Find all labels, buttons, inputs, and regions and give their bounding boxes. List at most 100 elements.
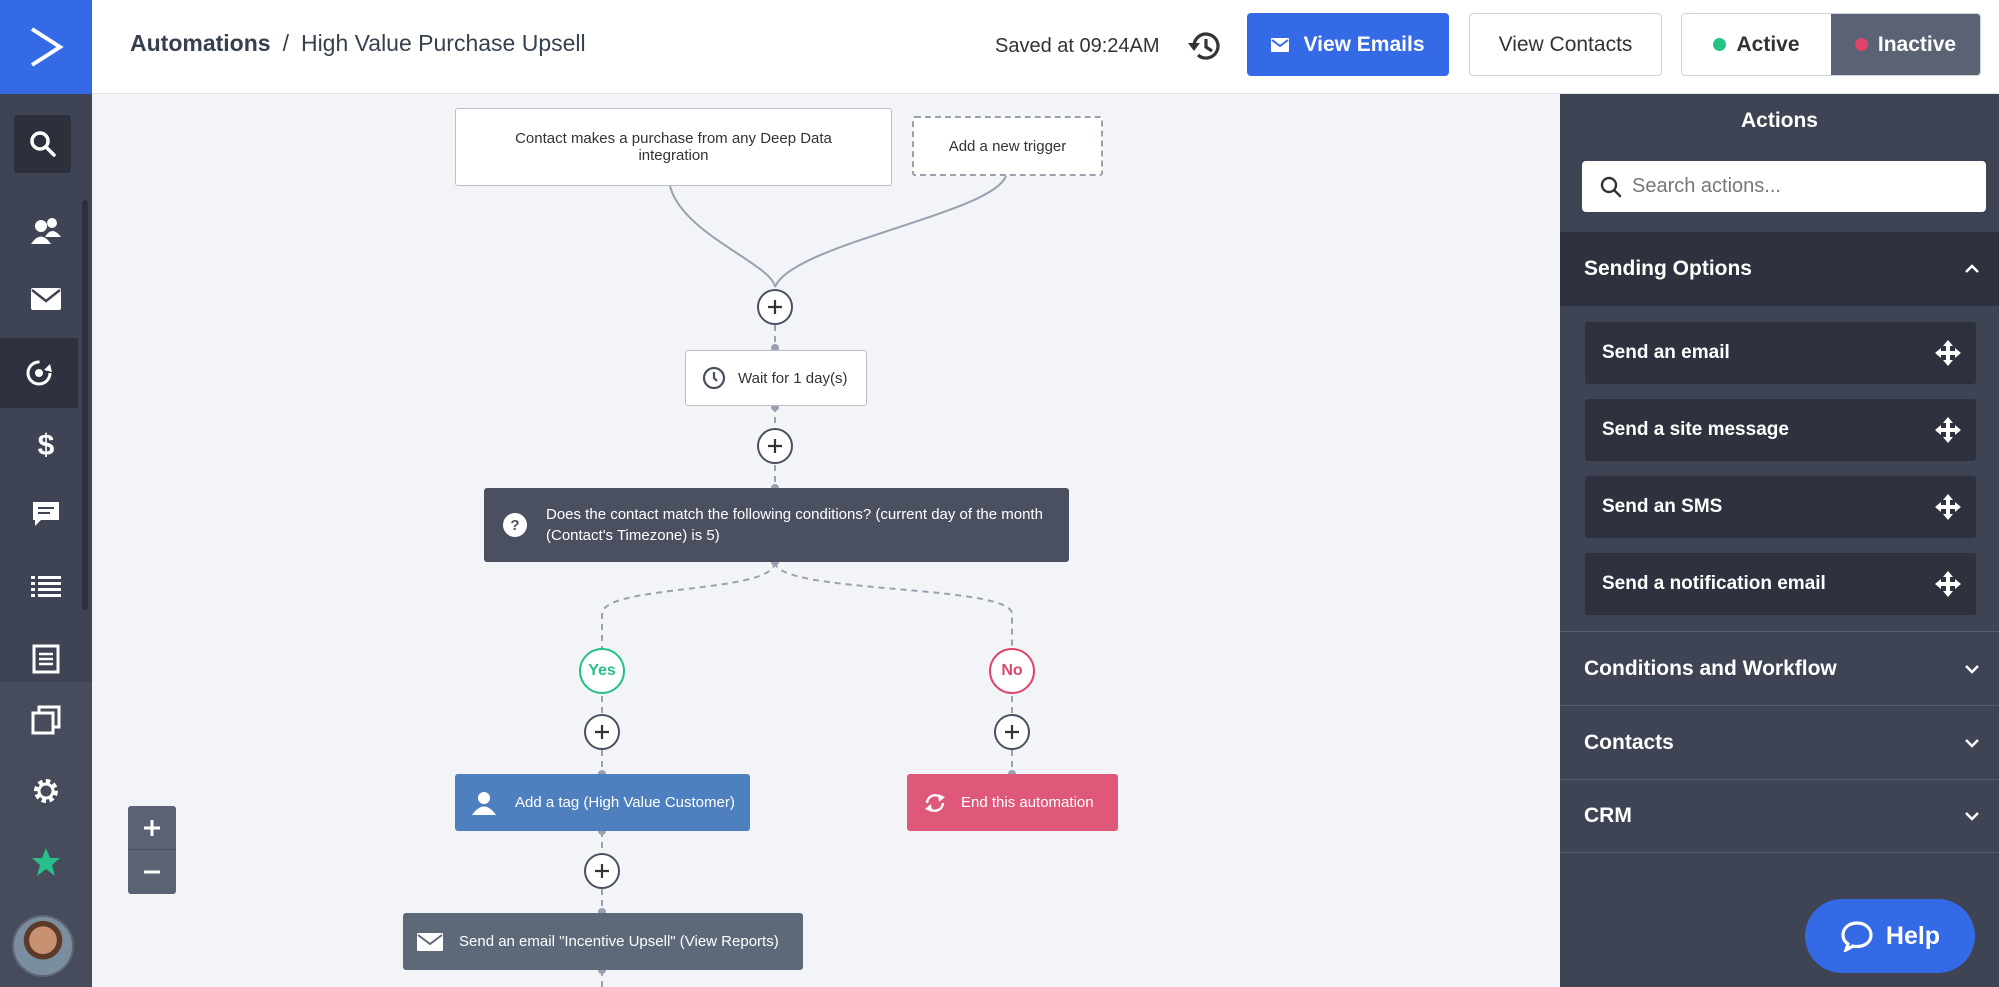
refresh-icon [925,793,945,812]
document-icon[interactable] [0,624,92,694]
help-label: Help [1885,921,1941,950]
chevron-up-icon [1965,264,1979,273]
automation-canvas[interactable]: Contact makes a purchase from any Deep D… [92,94,1560,987]
mail-icon[interactable] [0,264,92,334]
add-step-button-yes[interactable] [584,714,620,750]
zoom-in-button[interactable] [128,806,176,850]
add-step-button-no[interactable] [994,714,1030,750]
svg-text:?: ? [510,517,519,534]
action-label: Send an SMS [1602,496,1723,517]
action-label: Send an email [1602,342,1730,363]
move-icon[interactable] [1934,493,1962,521]
section-crm[interactable]: CRM [1560,779,1999,853]
plus-icon [768,300,782,314]
chat-bubble-icon [1841,921,1873,952]
send-email-node[interactable]: Send an email "Incentive Upsell" (View R… [403,913,803,970]
plus-icon [768,439,782,453]
action-send-email[interactable]: Send an email [1585,322,1976,384]
status-inactive-label: Inactive [1877,32,1957,56]
status-active-option[interactable]: Active [1682,14,1831,75]
pages-icon[interactable] [0,685,92,755]
view-contacts-button[interactable]: View Contacts [1469,13,1662,76]
breadcrumb-separator: / [282,30,289,56]
add-trigger-text: Add a new trigger [948,137,1067,155]
breadcrumb: Automations / High Value Purchase Upsell [130,30,586,57]
sidebar-scrollbar[interactable] [82,200,88,610]
action-label: Send a notification email [1602,573,1826,594]
end-automation-node[interactable]: End this automation [907,774,1118,831]
wait-node[interactable]: Wait for 1 day(s) [685,350,867,406]
dollar-icon[interactable]: $ [0,409,92,479]
chat-icon[interactable] [0,479,92,549]
move-icon[interactable] [1934,416,1962,444]
list-icon[interactable] [0,552,92,622]
condition-node[interactable]: ? Does the contact match the following c… [484,488,1069,562]
action-label: Send a site message [1602,419,1789,440]
help-button[interactable]: Help [1805,899,1975,973]
section-contacts[interactable]: Contacts [1560,705,1999,779]
minus-icon [144,870,160,874]
search-icon[interactable] [14,115,71,173]
chevron-down-icon [1965,738,1979,748]
left-sidebar: $ [0,0,92,987]
move-icon[interactable] [1934,339,1962,367]
action-send-sms[interactable]: Send an SMS [1585,476,1976,538]
status-toggle: Active Inactive [1681,13,1981,76]
user-icon [472,791,496,815]
add-step-button[interactable] [757,289,793,325]
inactive-dot [1854,38,1868,51]
section-title: CRM [1584,804,1632,827]
action-send-notification-email[interactable]: Send a notification email [1585,553,1976,615]
trigger-text: Contact makes a purchase from any Deep D… [515,130,832,164]
saved-status: Saved at 09:24AM [995,35,1160,57]
logo-icon[interactable] [0,0,92,94]
end-automation-text: End this automation [961,794,1094,811]
section-sending-options[interactable]: Sending Options [1560,232,1999,306]
add-tag-node[interactable]: Add a tag (High Value Customer) [455,774,750,831]
status-inactive-option[interactable]: Inactive [1831,14,1980,75]
section-title: Contacts [1584,730,1674,754]
no-branch-label: No [989,648,1035,694]
automation-name[interactable]: High Value Purchase Upsell [300,30,586,56]
plus-icon [595,725,609,739]
search-icon [1600,176,1622,197]
condition-text: Does the contact match the following con… [546,506,1043,544]
actions-search[interactable] [1582,161,1986,212]
plus-icon [595,864,609,878]
top-bar: Automations / High Value Purchase Upsell… [92,0,1999,94]
clock-icon [702,366,726,390]
chevron-down-icon [1965,664,1979,674]
active-dot [1713,38,1727,51]
gear-icon[interactable] [0,756,92,826]
avatar[interactable] [12,915,74,977]
automation-icon[interactable] [0,338,78,408]
breadcrumb-automations-link[interactable]: Automations [130,30,271,56]
star-icon[interactable] [0,827,92,897]
actions-search-input[interactable] [1632,175,1972,198]
svg-text:$: $ [38,429,55,460]
chevron-down-icon [1965,812,1979,821]
status-active-label: Active [1736,32,1800,56]
add-tag-text: Add a tag (High Value Customer) [515,794,735,811]
action-send-site-message[interactable]: Send a site message [1585,399,1976,461]
section-title: Sending Options [1584,257,1752,280]
view-emails-label: View Emails [1303,32,1425,56]
zoom-out-button[interactable] [128,850,176,894]
section-conditions-workflow[interactable]: Conditions and Workflow [1560,631,1999,705]
plus-icon [1005,725,1019,739]
plus-icon [144,819,160,836]
add-trigger-node[interactable]: Add a new trigger [912,116,1103,176]
view-emails-button[interactable]: View Emails [1247,13,1449,76]
add-step-button[interactable] [757,428,793,464]
trigger-node[interactable]: Contact makes a purchase from any Deep D… [455,108,892,186]
mail-icon [1271,37,1290,52]
section-title: Conditions and Workflow [1584,656,1837,680]
history-icon[interactable] [1187,28,1223,64]
add-step-button[interactable] [584,853,620,889]
mail-icon [417,932,443,951]
move-icon[interactable] [1934,570,1962,598]
contacts-icon[interactable] [0,196,92,266]
send-email-text: Send an email "Incentive Upsell" (View R… [459,933,779,950]
yes-branch-label: Yes [579,648,625,694]
question-icon: ? [503,513,527,537]
